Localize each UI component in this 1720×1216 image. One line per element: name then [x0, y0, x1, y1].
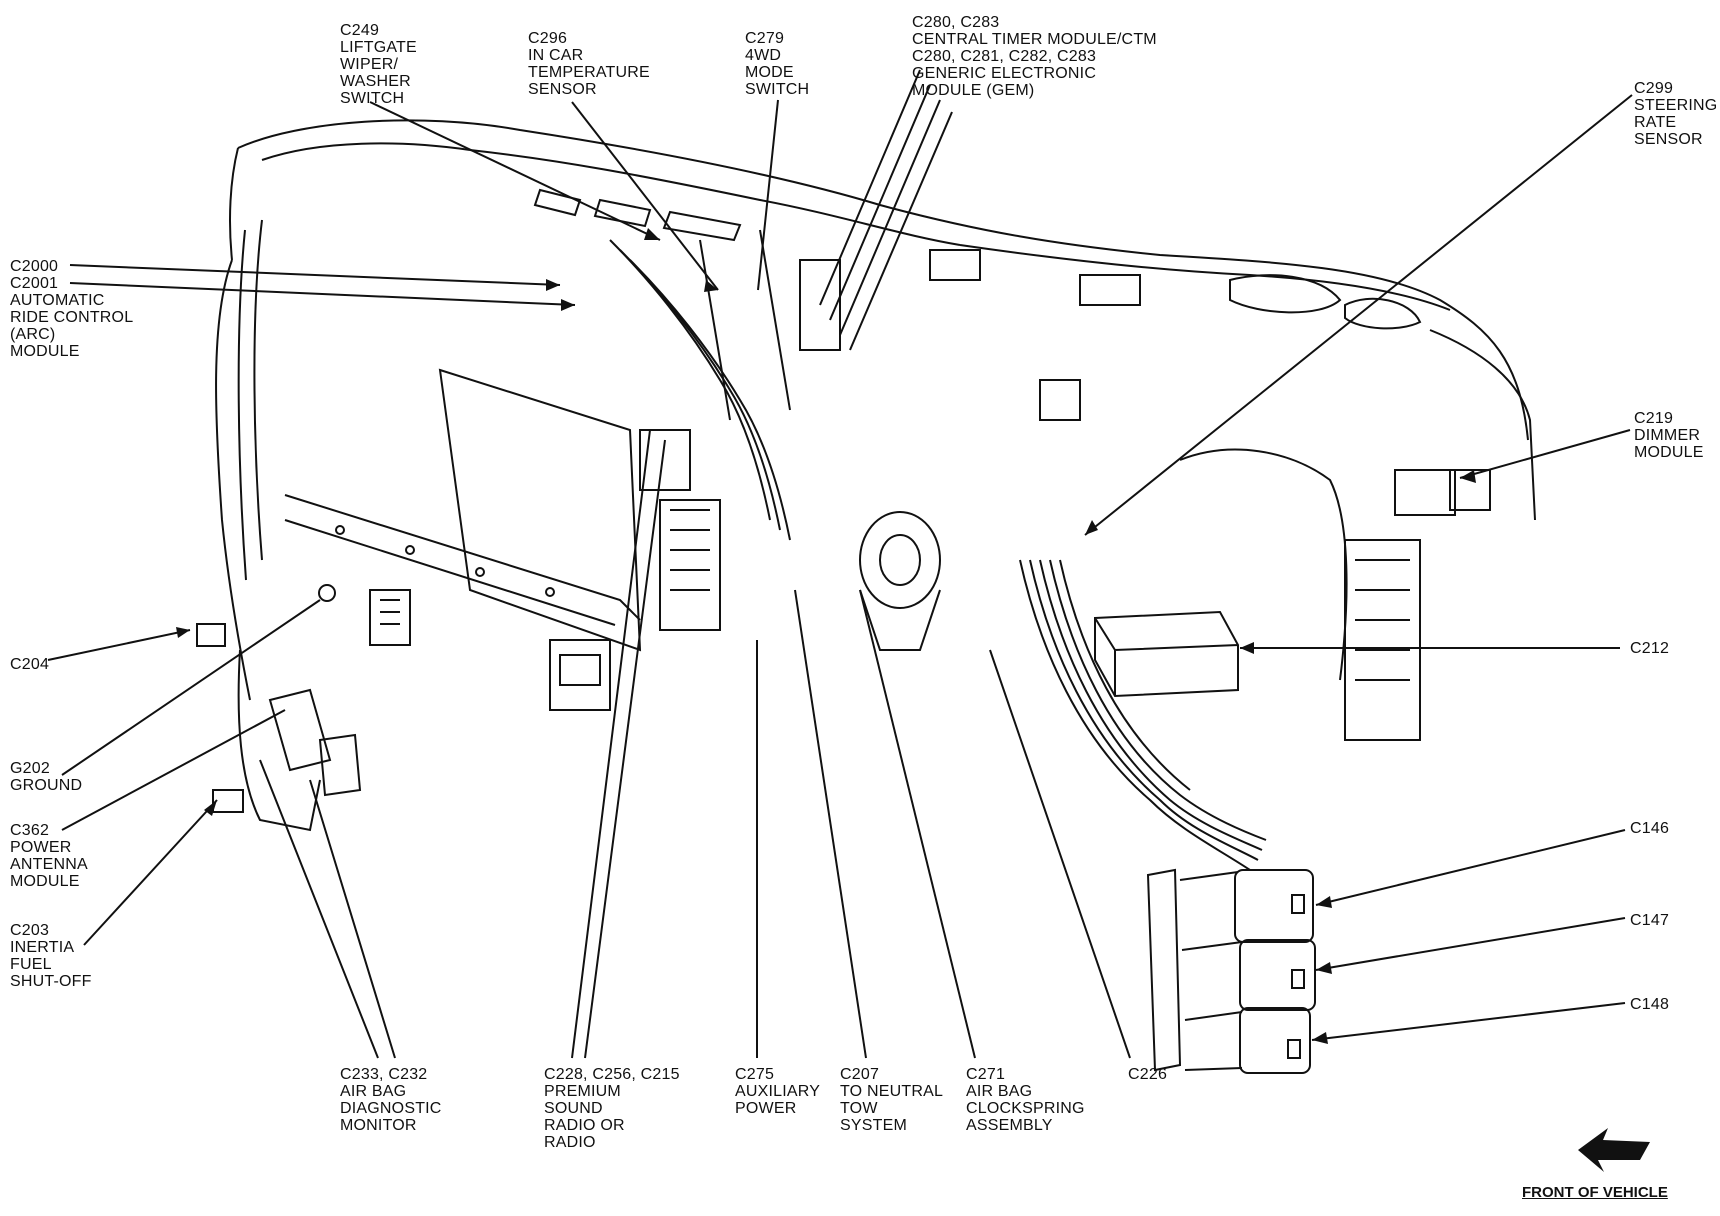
connector-stack — [1146, 868, 1182, 1072]
label-c299: C299 STEERING RATE SENSOR — [1634, 80, 1718, 148]
label-c207: C207 TO NEUTRAL TOW SYSTEM — [840, 1066, 944, 1134]
label-c203: C203 INERTIA FUEL SHUT-OFF — [10, 922, 92, 990]
label-c148: C148 — [1630, 996, 1670, 1013]
label-c147: C147 — [1630, 912, 1670, 929]
label-c275: C275 AUXILIARY POWER — [735, 1066, 821, 1117]
module-box-c212 — [1094, 610, 1239, 698]
front-arrow-icon — [1578, 1128, 1650, 1172]
label-c249: C249 LIFTGATE WIPER/ WASHER SWITCH — [340, 22, 417, 107]
leader-lines — [47, 69, 1633, 1059]
connector-c203 — [212, 789, 244, 813]
ground-g202 — [318, 584, 336, 602]
front-of-vehicle-label: FRONT OF VEHICLE — [1522, 1184, 1668, 1201]
label-g202: G202 GROUND — [10, 760, 83, 794]
dash-top-outline — [237, 119, 1529, 441]
label-c226: C226 — [1128, 1066, 1168, 1083]
label-c228-c256-c215: C228, C256, C215 PREMIUM SOUND RADIO OR … — [544, 1066, 680, 1151]
label-c204: C204 — [10, 656, 50, 673]
label-c219: C219 DIMMER MODULE — [1634, 410, 1704, 461]
connector-c204 — [196, 623, 226, 647]
label-c2000-c2001: C2000 C2001 AUTOMATIC RIDE CONTROL (ARC)… — [10, 258, 134, 360]
label-c362: C362 POWER ANTENNA MODULE — [10, 822, 88, 890]
label-c271: C271 AIR BAG CLOCKSPRING ASSEMBLY — [966, 1066, 1085, 1134]
label-c233-c232: C233, C232 AIR BAG DIAGNOSTIC MONITOR — [340, 1066, 442, 1134]
label-c212: C212 — [1630, 640, 1670, 657]
label-c296: C296 IN CAR TEMPERATURE SENSOR — [528, 30, 650, 98]
cross-beam — [284, 494, 641, 626]
label-c146: C146 — [1630, 820, 1670, 837]
label-c280-c283: C280, C283 CENTRAL TIMER MODULE/CTM C280… — [912, 14, 1157, 99]
steering-column — [859, 511, 941, 609]
label-c279: C279 4WD MODE SWITCH — [745, 30, 810, 98]
